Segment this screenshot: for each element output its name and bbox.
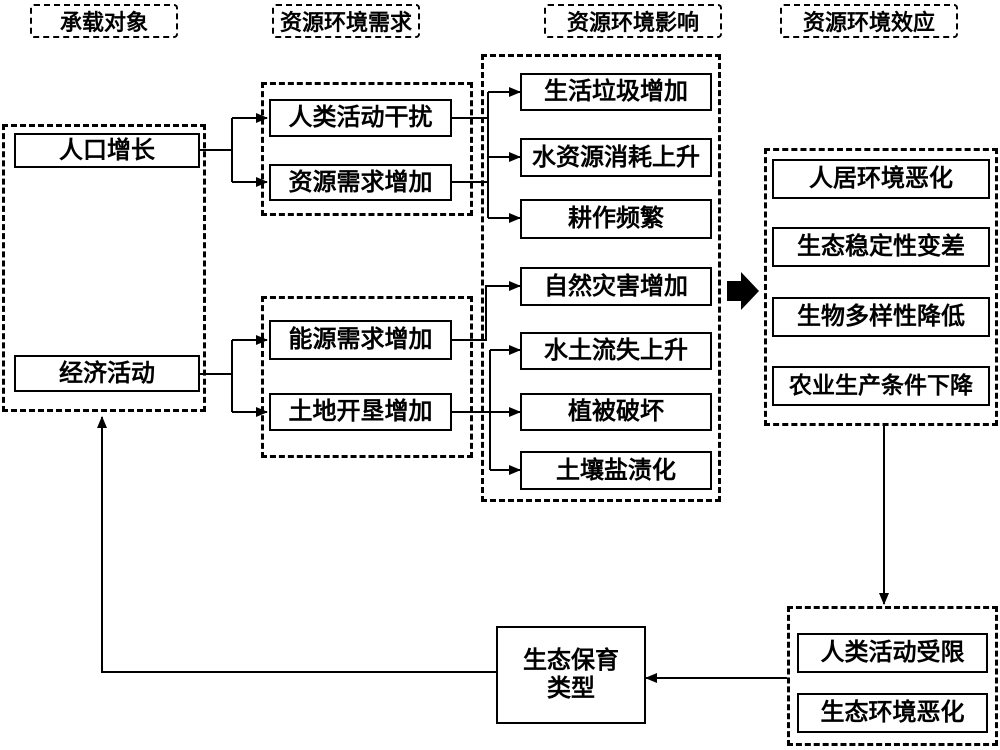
box-vegetation: 植被破坏 bbox=[520, 393, 712, 431]
conservation-line2: 类型 bbox=[547, 674, 595, 702]
box-living-env: 人居环境恶化 bbox=[772, 159, 990, 199]
block-arrow-icon bbox=[727, 272, 759, 310]
header-carrier: 承载对象 bbox=[30, 4, 178, 38]
box-farming: 耕作频繁 bbox=[520, 199, 712, 239]
box-conservation-type: 生态保育 类型 bbox=[496, 626, 646, 724]
box-human-disturbance: 人类活动干扰 bbox=[269, 99, 452, 137]
consequence-group bbox=[787, 606, 998, 746]
box-activity-limited: 人类活动受限 bbox=[797, 633, 988, 673]
box-water-use: 水资源消耗上升 bbox=[520, 138, 712, 177]
header-impact: 资源环境影响 bbox=[544, 4, 722, 38]
box-resource-demand: 资源需求增加 bbox=[269, 164, 452, 201]
box-salinization: 土壤盐渍化 bbox=[520, 451, 712, 490]
effect-group bbox=[764, 148, 998, 426]
box-energy-demand: 能源需求增加 bbox=[269, 320, 452, 360]
box-land-reclamation: 土地开垦增加 bbox=[269, 393, 452, 431]
header-effect: 资源环境效应 bbox=[780, 4, 958, 38]
header-demand: 资源环境需求 bbox=[272, 4, 420, 38]
box-eco-stability: 生态稳定性变差 bbox=[772, 227, 990, 267]
box-soil-erosion: 水土流失上升 bbox=[520, 332, 712, 370]
box-agri-conditions: 农业生产条件下降 bbox=[772, 366, 990, 406]
conservation-line1: 生态保育 bbox=[523, 646, 619, 675]
box-biodiversity: 生物多样性降低 bbox=[772, 297, 990, 337]
box-waste: 生活垃圾增加 bbox=[520, 73, 712, 111]
box-population: 人口增长 bbox=[14, 133, 200, 168]
box-eco-deterioration: 生态环境恶化 bbox=[797, 693, 988, 733]
carrier-group bbox=[2, 124, 206, 412]
demand-group-top bbox=[261, 82, 473, 216]
box-disasters: 自然灾害增加 bbox=[520, 267, 712, 306]
box-economy: 经济活动 bbox=[14, 355, 200, 392]
impact-group bbox=[481, 54, 721, 502]
